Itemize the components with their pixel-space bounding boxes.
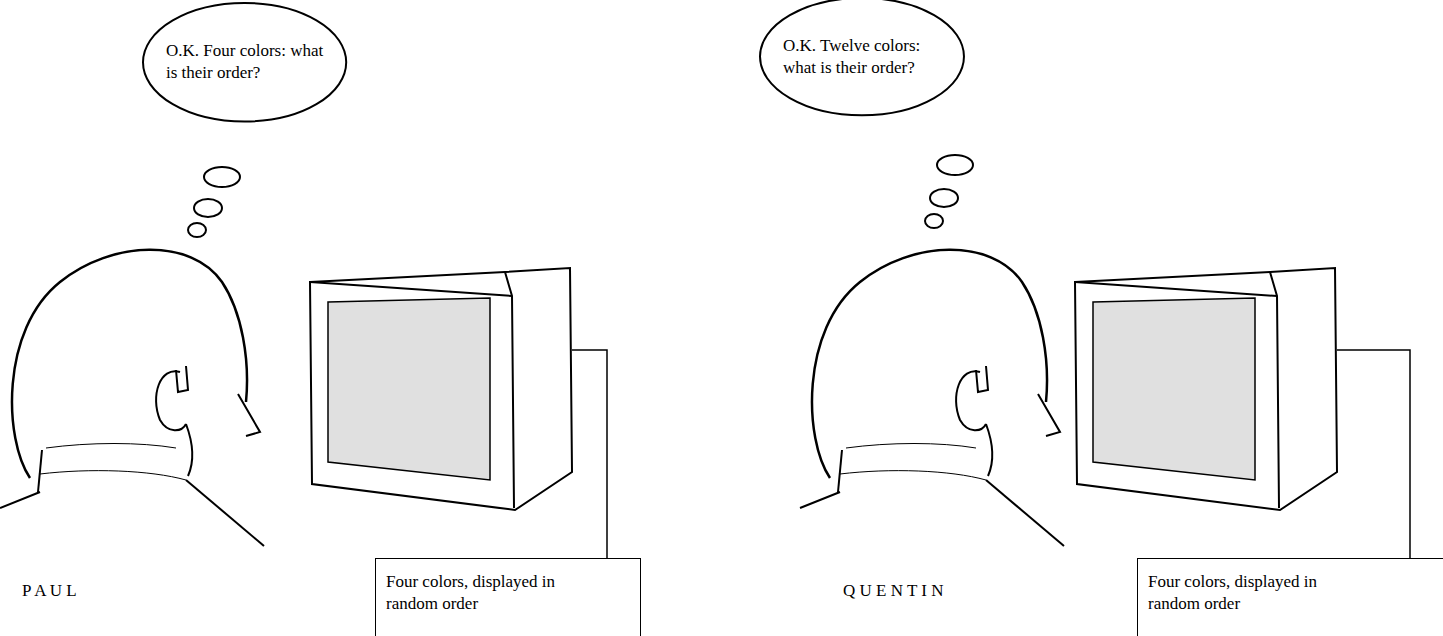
person-head (0, 250, 264, 546)
person-name: Q U E N T I N (843, 580, 943, 602)
leader-line (572, 350, 1410, 558)
monitor (310, 268, 572, 510)
node-text: Four colors, displayed in random order (1148, 571, 1348, 615)
thought-bubble: O.K. Four colors: what is their order? (142, 2, 347, 123)
callout-box: Four colors, displayed in random order (1137, 558, 1443, 636)
thought-bubbles (188, 155, 973, 237)
thought-bubble: O.K. Twelve colors: what is their order? (759, 0, 965, 117)
bubble-outline (142, 2, 347, 123)
node-text: Four colors, displayed in random order (386, 571, 586, 615)
callout-box: Four colors, displayed in random order (375, 558, 641, 636)
person-name: P A U L (22, 580, 77, 602)
node-text: O.K. Four colors: what is their order? (166, 40, 324, 84)
node-text: O.K. Twelve colors: what is their order? (783, 35, 941, 79)
person-head (800, 250, 1064, 546)
monitor (1075, 268, 1337, 510)
